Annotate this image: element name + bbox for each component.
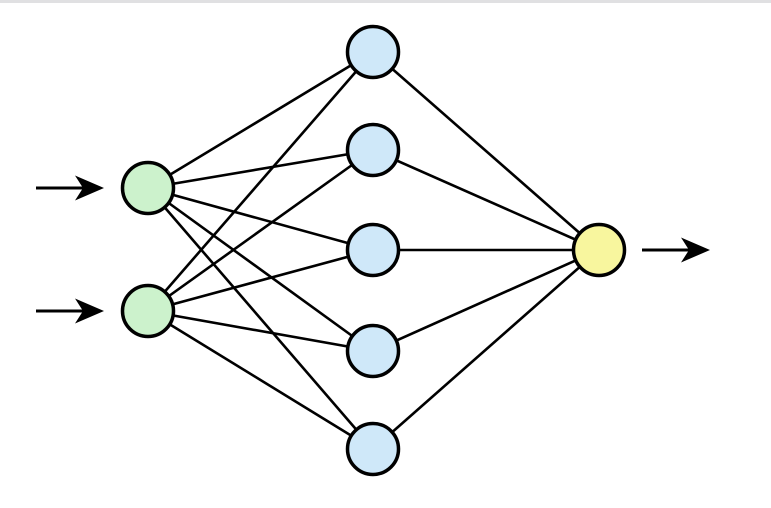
connection-edge-hidden-2-output-1 (372, 148, 600, 252)
connection-edge-input-1-hidden-3 (147, 186, 374, 252)
connection-edge-input-1-hidden-4 (147, 186, 374, 353)
output-arrow-head-icon (681, 237, 710, 263)
input-node-1 (120, 160, 176, 216)
hidden-node-5 (345, 421, 401, 477)
hidden-node-3 (345, 222, 401, 278)
connection-edge-input-1-hidden-5 (147, 187, 374, 450)
connection-edge-input-2-hidden-1 (147, 51, 374, 312)
connection-edge-input-2-hidden-2 (147, 148, 374, 313)
hidden-node-1 (345, 24, 401, 80)
connection-edge-input-1-hidden-1 (147, 50, 374, 190)
connection-edge-input-2-hidden-3 (147, 248, 374, 313)
hidden-node-4 (345, 323, 401, 379)
connection-edge-hidden-4-output-1 (372, 248, 600, 353)
connection-edge-hidden-5-output-1 (372, 249, 600, 450)
output-node-1 (571, 222, 627, 278)
connection-edge-hidden-1-output-1 (372, 51, 600, 251)
connection-edge-input-2-hidden-4 (147, 309, 374, 353)
input-arrow-1-head-icon (75, 175, 104, 201)
connection-edge-input-2-hidden-5 (147, 309, 374, 451)
connection-edge-input-1-hidden-2 (147, 148, 374, 190)
hidden-node-2 (345, 122, 401, 178)
top-border-bar (0, 0, 771, 3)
input-arrow-2-head-icon (75, 298, 104, 324)
input-node-2 (120, 283, 176, 339)
